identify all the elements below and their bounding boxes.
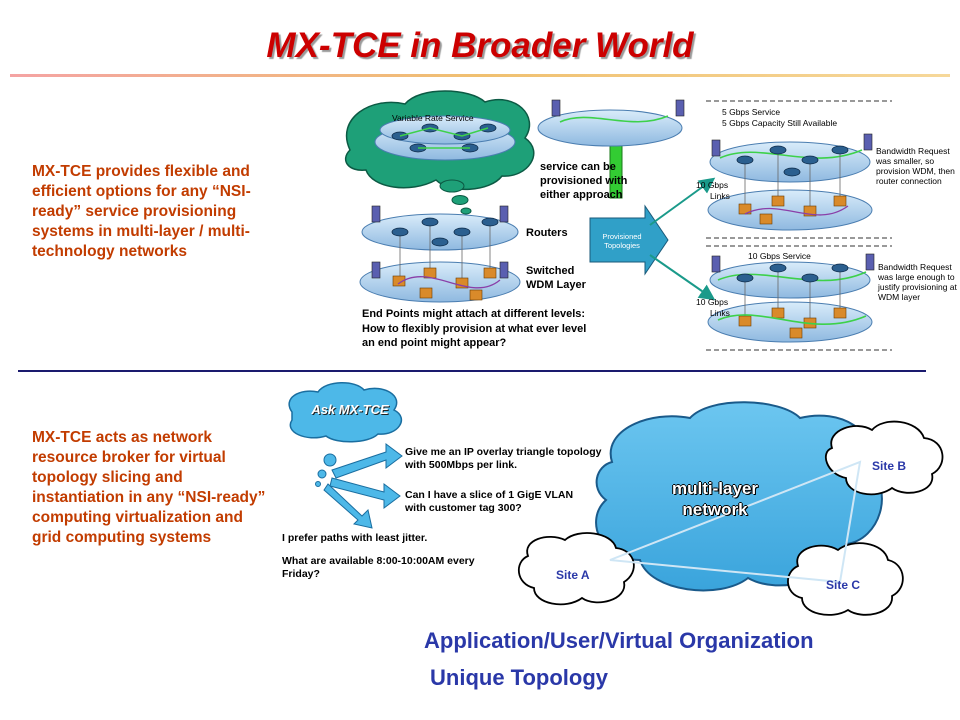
- site-a-label: Site A: [556, 568, 590, 582]
- ask-dots: [315, 453, 337, 487]
- endpoints-line-2: How to flexibly provision at what ever l…: [362, 323, 587, 335]
- ask-cloud: [288, 382, 402, 443]
- upper-links-1: 10 Gbps: [696, 180, 729, 190]
- bottom-line-2: Unique Topology: [430, 665, 609, 690]
- page-title: MX-TCE in Broader World: [266, 26, 694, 65]
- lower-provision-box: [706, 245, 892, 351]
- question-1: Give me an IP overlay triangle topology …: [405, 446, 602, 471]
- site-b-cloud: [824, 420, 944, 496]
- thought-links: [399, 127, 489, 149]
- thought-cloud: [345, 90, 535, 215]
- site-b-label: Site B: [872, 459, 907, 473]
- lower-links-2: Links: [710, 308, 730, 318]
- question-3: I prefer paths with least jitter.: [282, 532, 428, 544]
- approach-text: service can be provisioned with either a…: [540, 161, 628, 201]
- upper-provision-box: [706, 100, 892, 239]
- lower-note: Bandwidth Request was large enough to ju…: [878, 262, 957, 302]
- question-4: What are available 8:00-10:00AM every Fr…: [282, 555, 475, 580]
- ask-mx-tce-label: Ask MX-TCE: [311, 402, 389, 417]
- endpoints-line-1: End Points might attach at different lev…: [362, 308, 586, 320]
- service-cloud: [537, 99, 685, 147]
- left-network-stack: [359, 205, 521, 303]
- multilayer-network-label: multi-layer network: [672, 479, 758, 519]
- provisioned-topologies-arrow: [589, 177, 716, 301]
- provisioned-label: Provisioned Topologies: [598, 232, 646, 250]
- site-a-cloud: [518, 532, 635, 606]
- endpoints-line-3: an end point might appear?: [362, 337, 507, 349]
- upper-service-1: 5 Gbps Service: [722, 107, 781, 117]
- triangle-topology: [609, 460, 862, 584]
- provisioned-word: Provisioned: [602, 232, 642, 241]
- wdm-layer-label: WDM Layer: [526, 279, 586, 291]
- lower-service: 10 Gbps Service: [748, 251, 811, 261]
- lower-links-1: 10 Gbps: [696, 297, 729, 307]
- section-divider: [18, 370, 926, 372]
- thought-cloud-label: Variable Rate Service: [392, 113, 474, 123]
- upper-service-2: 5 Gbps Capacity Still Available: [722, 118, 838, 128]
- topologies-word: Topologies: [604, 241, 640, 250]
- left-description-top: MX-TCE provides flexible and efficient o…: [32, 163, 251, 260]
- question-2: Can I have a slice of 1 GigE VLAN with c…: [405, 489, 574, 514]
- question-arrows: [323, 443, 403, 529]
- upper-links-2: Links: [710, 191, 730, 201]
- upper-note: Bandwidth Request was smaller, so provis…: [876, 146, 955, 186]
- routers-label: Routers: [526, 227, 568, 239]
- switched-label: Switched: [526, 265, 575, 277]
- title-underline: [10, 74, 950, 77]
- left-description-bottom: MX-TCE acts as network resource broker f…: [32, 429, 266, 546]
- site-c-label: Site C: [826, 578, 861, 592]
- site-c-cloud: [787, 542, 904, 616]
- bottom-line-1: Application/User/Virtual Organization: [424, 628, 814, 653]
